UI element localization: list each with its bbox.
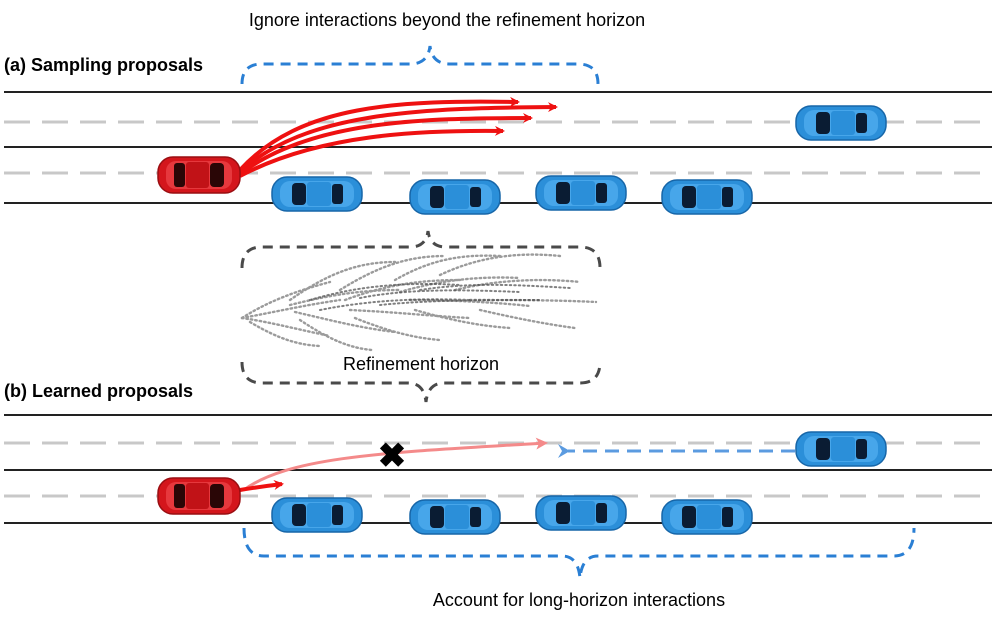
bottom-caption: Account for long-horizon interactions [433, 590, 725, 610]
sampled-trajectories [238, 96, 558, 178]
bottom-blue-brace [242, 527, 916, 579]
other-car-a-3 [409, 179, 501, 215]
sample-cloud [240, 253, 598, 352]
other-car-b-4 [535, 495, 627, 531]
panel-b-title: (b) Learned proposals [4, 381, 193, 401]
other-car-a-2 [271, 176, 363, 212]
ego-car-a [157, 156, 241, 194]
other-car-a-4 [535, 175, 627, 211]
top-blue-brace [240, 45, 600, 85]
learned-trajectory-long [243, 437, 548, 492]
other-car-b-3 [409, 499, 501, 535]
other-car-a-1 [795, 105, 887, 141]
collision-mark: ✖ [378, 437, 407, 475]
ego-car-b [157, 477, 241, 515]
other-car-b-1 [795, 431, 887, 467]
other-car-b-5 [661, 499, 753, 535]
refinement-brace [240, 230, 602, 403]
other-car-b-2 [271, 497, 363, 533]
top-caption: Ignore interactions beyond the refinemen… [249, 10, 645, 30]
learned-trajectory-short [239, 480, 284, 492]
refinement-label: Refinement horizon [343, 354, 499, 374]
sample-cloud-dense [309, 282, 571, 311]
other-car-a-5 [661, 179, 753, 215]
panel-a-title: (a) Sampling proposals [4, 55, 203, 75]
